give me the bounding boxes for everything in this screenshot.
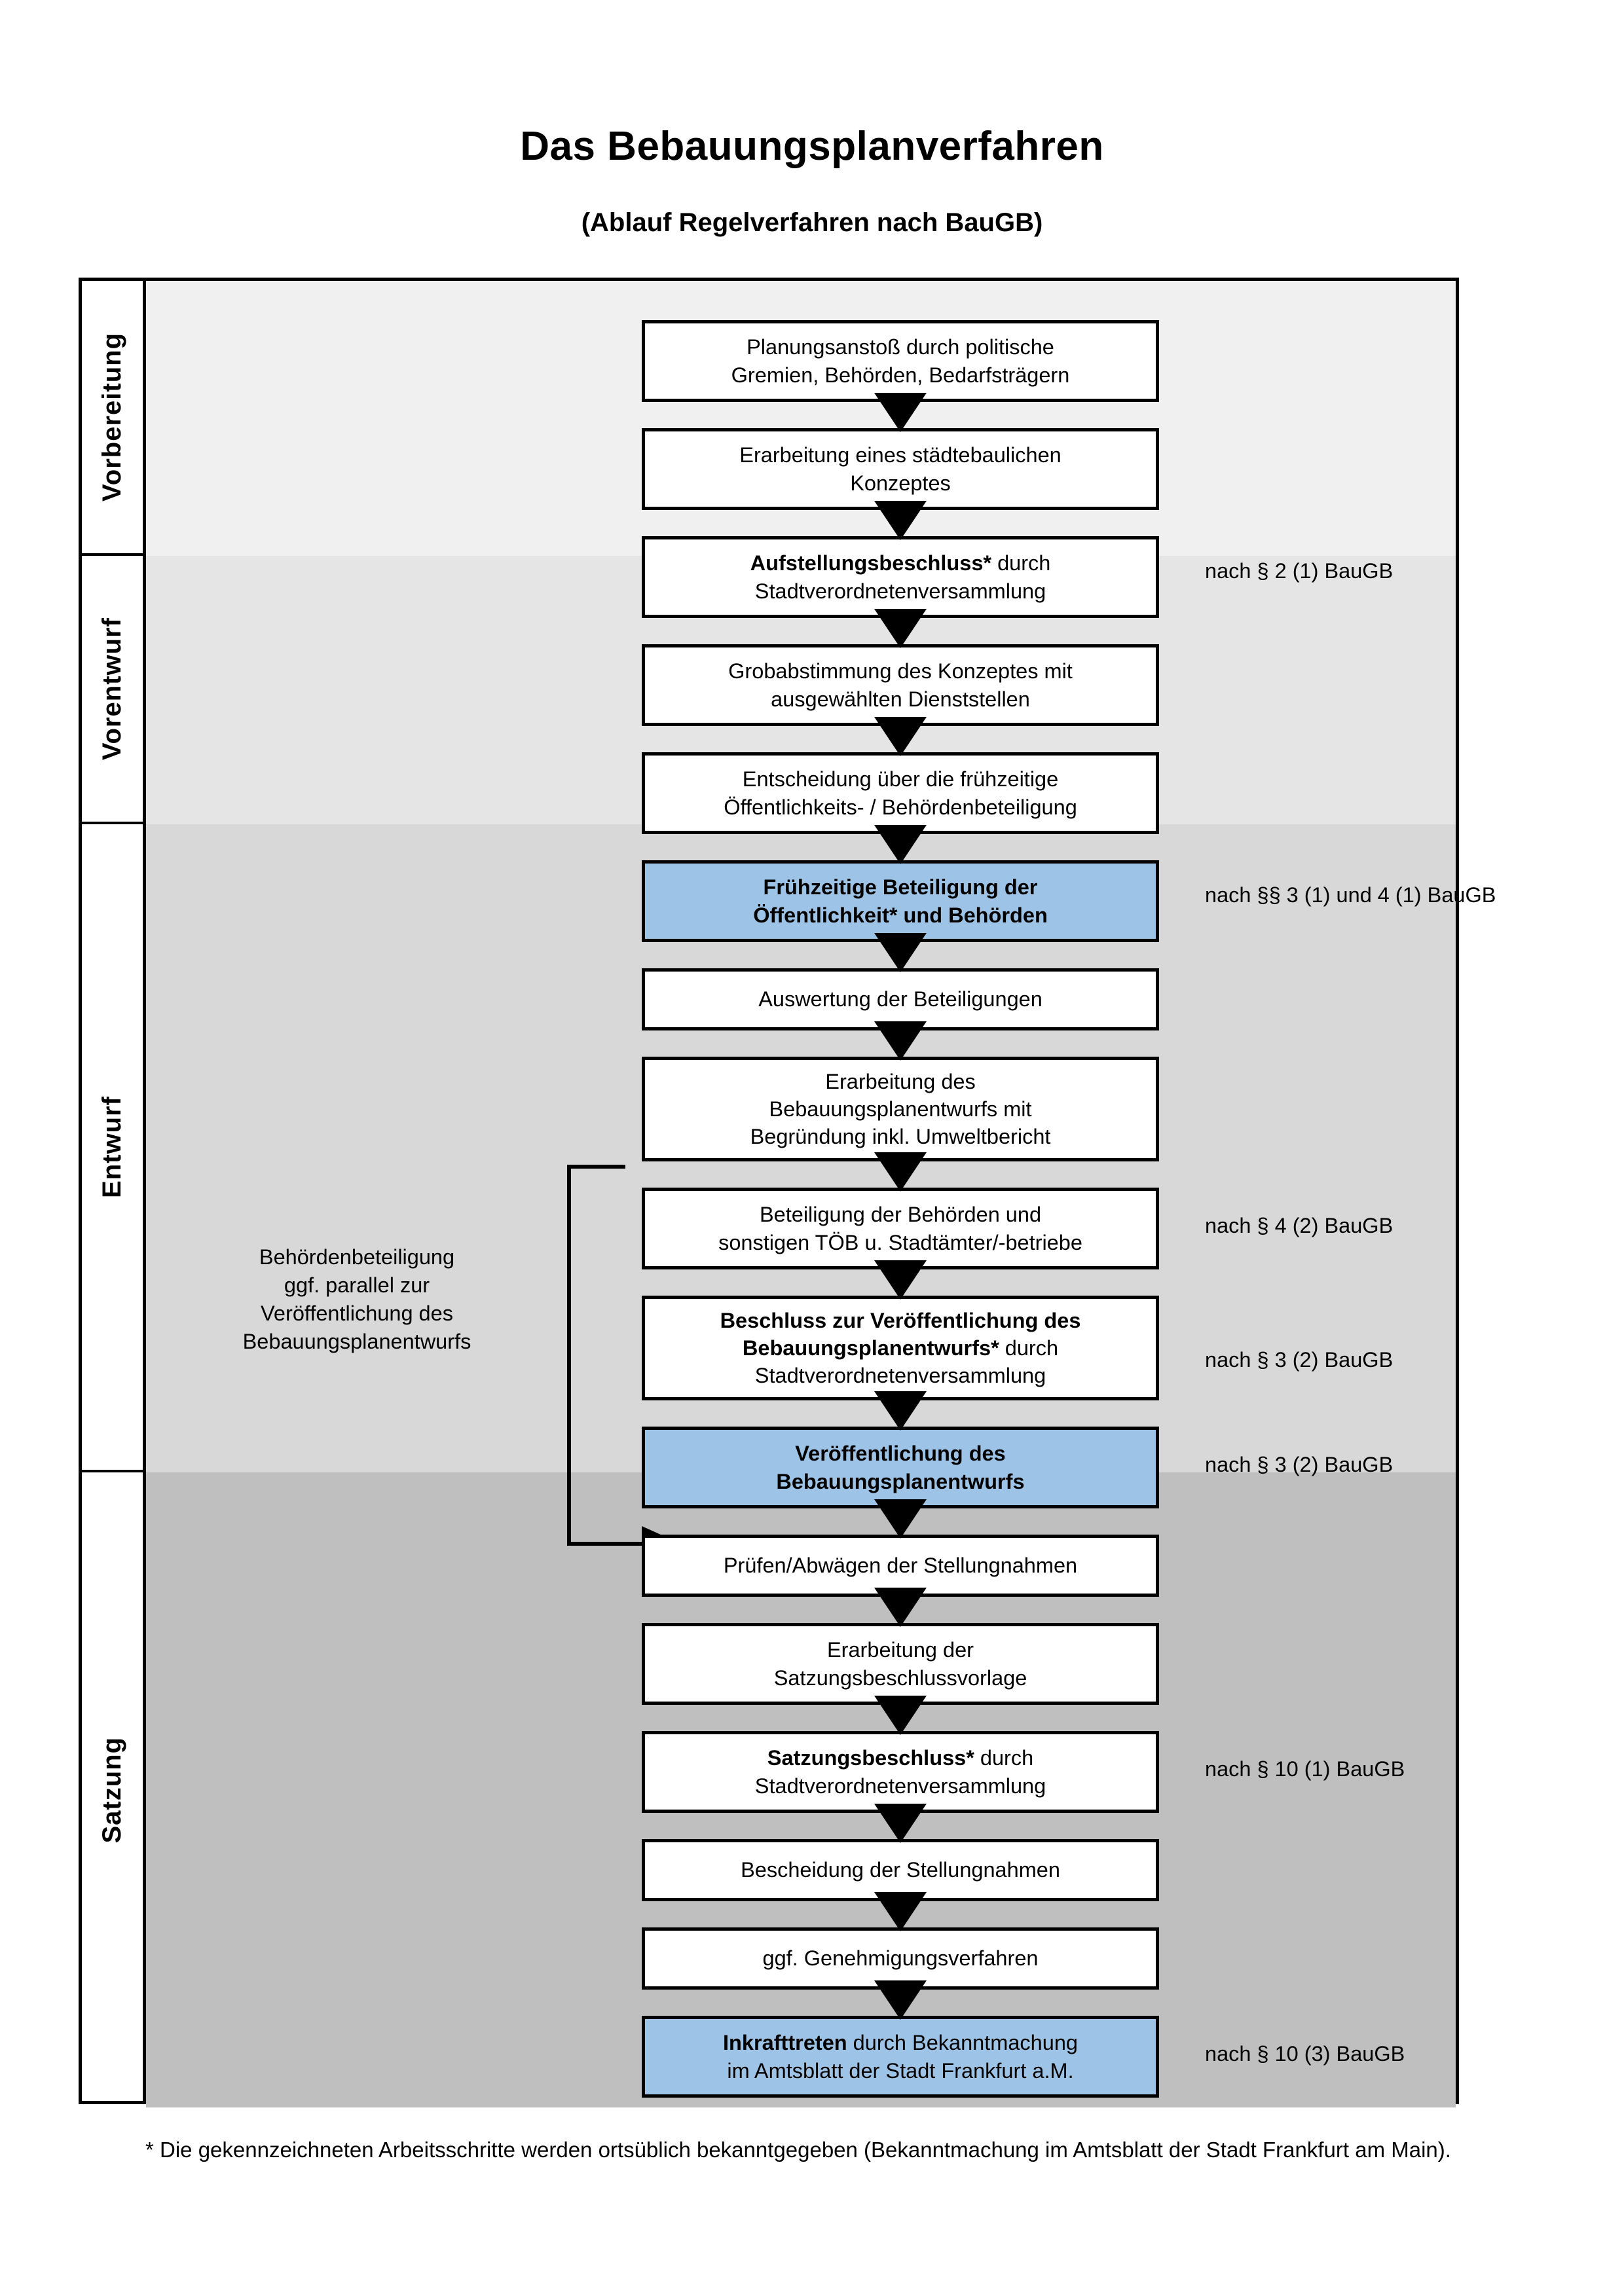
footnote: * Die gekennzeichneten Arbeitsschritte w… [145, 2138, 1451, 2162]
flow-node-label: Prüfen/Abwägen der Stellungnahmen [723, 1554, 1078, 1578]
page-title: Das Bebauungsplanverfahren [520, 124, 1104, 169]
ref-beschluss-veroeffentlichung: nach § 3 (2) BauGB [1205, 1348, 1393, 1372]
flow-arrow-bescheidung-to-genehmigungsverfahren [874, 1892, 927, 1931]
flow-arrow-auswertung-to-erarbeitung-entwurf [874, 1021, 927, 1061]
flow-arrow-beschluss-veroeffentlichung-to-veroeffentlichung [874, 1391, 927, 1430]
phase-label-entwurf: Entwurf [98, 1096, 126, 1198]
ref-fruehzeitige-beteiligung: nach §§ 3 (1) und 4 (1) BauGB [1205, 883, 1496, 907]
flow-arrow-entscheidung-fruehzeitig-to-fruehzeitige-beteiligung [874, 825, 927, 864]
flow-arrow-fruehzeitige-beteiligung-to-auswertung [874, 933, 927, 972]
ref-veroeffentlichung: nach § 3 (2) BauGB [1205, 1453, 1393, 1476]
ref-aufstellungsbeschluss: nach § 2 (1) BauGB [1205, 559, 1393, 583]
flow-arrow-genehmigungsverfahren-to-inkrafttreten [874, 1980, 927, 2020]
flow-arrow-erarbeitung-entwurf-to-beteiligung-behoerden [874, 1152, 927, 1192]
flow-arrow-grobabstimmung-to-entscheidung-fruehzeitig [874, 717, 927, 756]
flow-node-label: Auswertung der Beteiligungen [758, 987, 1043, 1011]
flow-arrow-veroeffentlichung-to-pruefen-abwaegen [874, 1499, 927, 1539]
phase-label-satzung: Satzung [98, 1736, 126, 1844]
phase-cell-satzung: Satzung [82, 1472, 143, 2107]
flow-arrow-planungsanstoss-to-konzept [874, 393, 927, 432]
phase-cell-vorbereitung: Vorbereitung [82, 281, 143, 556]
flow-arrow-pruefen-abwaegen-to-satzungsbeschlussvorlage [874, 1588, 927, 1627]
flow-arrow-aufstellungsbeschluss-to-grobabstimmung [874, 609, 927, 648]
phase-label-vorbereitung: Vorbereitung [98, 333, 126, 501]
page-subtitle: (Ablauf Regelverfahren nach BauGB) [581, 208, 1043, 237]
phase-cell-entwurf: Entwurf [82, 824, 143, 1472]
ref-beteiligung-behoerden: nach § 4 (2) BauGB [1205, 1214, 1393, 1237]
flow-node-genehmigungsverfahren: ggf. Genehmigungsverfahren [642, 1927, 1159, 1990]
flow-node-label: ggf. Genehmigungsverfahren [762, 1946, 1039, 1971]
flow-arrow-beteiligung-behoerden-to-beschluss-veroeffentlichung [874, 1260, 927, 1300]
phase-label-vorentwurf: Vorentwurf [98, 617, 126, 761]
flow-node-label: Bescheidung der Stellungnahmen [741, 1858, 1060, 1882]
flow-arrow-satzungsbeschlussvorlage-to-satzungsbeschluss [874, 1696, 927, 1735]
ref-inkrafttreten: nach § 10 (3) BauGB [1205, 2042, 1405, 2066]
ref-satzungsbeschluss: nach § 10 (1) BauGB [1205, 1757, 1405, 1781]
flow-arrow-satzungsbeschluss-to-bescheidung [874, 1804, 927, 1843]
phase-cell-vorentwurf: Vorentwurf [82, 556, 143, 824]
flow-arrow-konzept-to-aufstellungsbeschluss [874, 501, 927, 540]
